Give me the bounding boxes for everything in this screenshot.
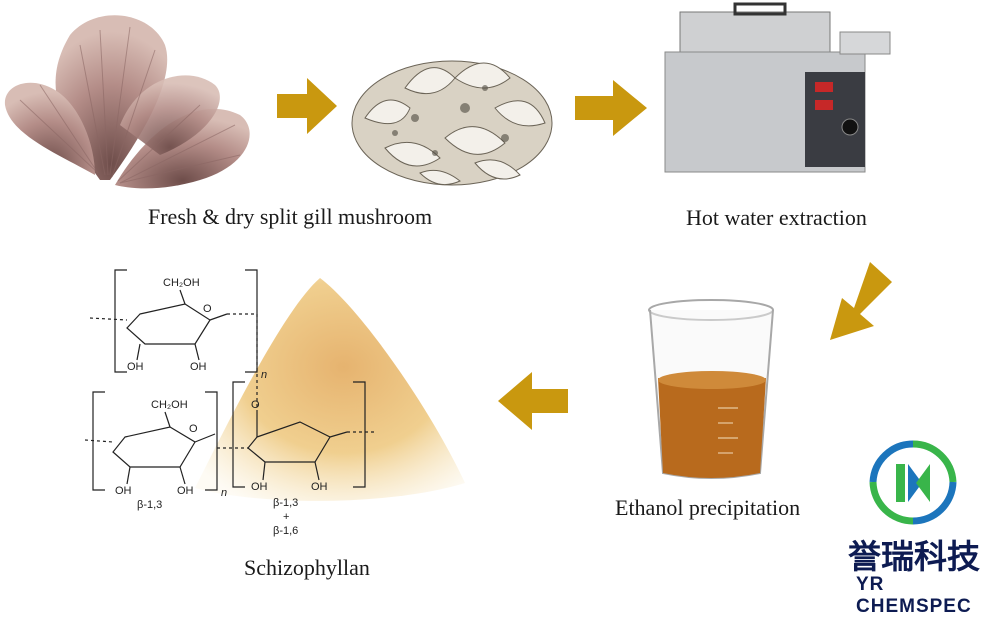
brand-logo-icon <box>869 440 957 525</box>
split-gill-mushroom-image <box>4 15 250 189</box>
water-bath-image <box>664 2 891 173</box>
brand-name-en: YR CHEMSPEC <box>856 574 972 617</box>
o-label: O <box>203 303 212 315</box>
n-label: n <box>261 369 267 381</box>
oh-label: OH <box>127 361 144 373</box>
mushroom-label: Fresh & dry split gill mushroom <box>148 204 433 229</box>
oh-label: OH <box>177 485 194 497</box>
schizophyllan-structure: CH₂OH O OH OH n CH₂OH O OH OH n O OH OH … <box>85 269 375 537</box>
oh-label: OH <box>190 361 207 373</box>
beaker-image <box>648 299 774 479</box>
dry-mushroom-image <box>351 60 553 186</box>
oh-label: OH <box>115 485 132 497</box>
o-label: O <box>251 399 260 411</box>
schizophyllan-powder-image <box>195 278 465 501</box>
ch2oh-top-label: CH₂OH <box>163 277 200 289</box>
n-label: n <box>221 487 227 499</box>
bond-b13-label: β-1,3 <box>273 497 298 509</box>
oh-label: OH <box>251 481 268 493</box>
arrow-left-icon <box>498 372 568 430</box>
extraction-label: Hot water extraction <box>686 205 867 230</box>
o-label: O <box>189 423 198 435</box>
precipitation-label: Ethanol precipitation <box>615 495 801 520</box>
product-label: Schizophyllan <box>244 555 370 580</box>
oh-label: OH <box>311 481 328 493</box>
plus-label: + <box>283 511 289 523</box>
bond-b13-label: β-1,3 <box>137 499 162 511</box>
arrow-right-icon <box>575 80 647 136</box>
arrow-down-left-icon <box>830 262 892 340</box>
ch2oh-bottom-label: CH₂OH <box>151 399 188 411</box>
bond-b16-label: β-1,6 <box>273 525 298 537</box>
brand-name-cn: 誉瑞科技 <box>848 537 980 576</box>
arrow-right-icon <box>277 78 337 134</box>
